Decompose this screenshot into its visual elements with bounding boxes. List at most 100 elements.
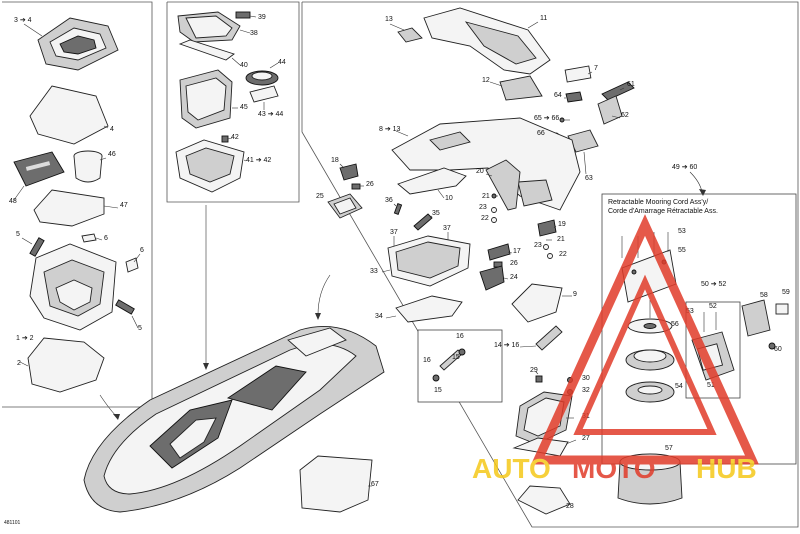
callout-c31: 18 [331,157,339,164]
callout-c41: 22 [481,215,489,222]
gasket-28 [517,485,571,515]
callout-c35: 21 [482,193,490,200]
callout-c08: 6 [140,247,144,254]
callout-c13: 38 [250,30,258,37]
reel-spring-54 [625,349,675,403]
callout-c73: 59 [782,289,790,296]
callout-c02: 4 [110,126,114,133]
watermark-text-moto: MOTO [572,453,655,484]
screw-65 [559,117,570,123]
bracket-17 [487,243,513,261]
callout-c21: 11 [540,15,547,22]
strip-5b [115,299,139,329]
callout-c30: 49 ➔ 60 [672,164,697,171]
callout-c48: 22 [559,251,567,258]
grab-handle-20 [485,159,521,211]
callout-c40: 35 [432,210,440,217]
callout-c27: 62 [621,112,629,119]
seal-40 [178,39,241,66]
callout-c12: 39 [258,14,266,21]
callout-c51: 24 [510,274,518,281]
callout-c77: 57 [665,445,673,452]
callout-c36: 10 [445,195,453,202]
callout-c72: 58 [760,292,768,299]
plate-58 [741,299,771,337]
cover-38 [177,11,251,43]
cap-59 [775,303,789,315]
callout-c58: 15 [434,387,442,394]
bracket-62 [597,95,623,125]
clip-64 [564,91,583,103]
pad-13 [389,23,423,43]
callout-c28: 66 [537,130,545,137]
callout-c56: 16 [423,357,431,364]
callout-c54: 16 [456,333,464,340]
callout-c69: 52 [709,303,717,310]
hinge-35 [413,213,433,231]
gasket-2 [19,337,105,393]
callout-c66: 53 [678,228,686,235]
glove-box-tub-33 [381,235,471,287]
callout-c32: 63 [585,175,593,182]
callout-c22: 7 [594,65,598,72]
callout-c46: 23 [534,242,542,249]
callout-c07: 6 [104,235,108,242]
spring-14 [519,325,563,351]
callout-c16: 45 [240,104,248,111]
gasket-10 [397,167,467,199]
callout-c01: 3 ➔ 4 [14,17,32,24]
callout-c65: 28 [566,503,574,510]
callout-c74: 60 [774,346,782,353]
callout-c04: 48 [9,198,17,205]
latch-39 [235,11,257,19]
callout-c71: 56 [671,321,679,328]
callout-c34: 26 [366,181,374,188]
glove-box-25 [327,193,363,219]
callout-c15: 44 [278,59,286,66]
nut-23b [543,244,549,250]
seat-cover-3 [23,17,119,71]
callout-c03: 46 [108,151,116,158]
arrow-head-right [315,313,321,320]
callout-c68: 50 ➔ 52 [701,281,726,288]
callout-c26: 65 ➔ 66 [534,115,559,122]
storage-bin-1 [29,243,117,331]
gasket-9 [511,283,572,323]
callout-c23: 12 [482,77,490,84]
tray-41 [175,139,247,193]
callout-c24: 64 [554,92,562,99]
clip-60 [768,342,776,350]
callout-c38: 36 [385,197,393,204]
callout-c63: 27 [582,435,590,442]
callout-c47: 17 [513,248,521,255]
callout-c67: 55 [678,247,686,254]
screws-52 [703,312,717,332]
pin-36 [393,203,403,215]
storage-panel-frame [166,1,300,203]
callout-c06: 5 [16,231,20,238]
callout-c11: 2 [17,360,21,367]
washer-22b [547,253,553,259]
callout-c42: 19 [558,221,566,228]
watermark-text-hub: HUB [696,453,757,484]
clip-42 [221,135,233,143]
assembly-title-line-1: Retractable Mooring Cord Ass'y/ [608,199,708,206]
nut-23a [491,207,497,213]
callout-c59: 29 [530,367,538,374]
callout-c19: 41 ➔ 42 [246,157,271,164]
arrow-head-storage [203,363,209,370]
hull-body [83,325,385,513]
callout-c49: 26 [510,260,518,267]
callout-c43: 37 [390,229,398,236]
spring-detail-16 [432,348,466,382]
pad-12 [489,75,543,101]
document-reference: 481101 [4,520,21,526]
callout-c17: 43 ➔ 44 [258,111,283,118]
callout-c45: 21 [557,236,565,243]
clip-6a [81,233,103,243]
gasket-4 [29,85,109,145]
arrow-head-left [113,414,120,420]
